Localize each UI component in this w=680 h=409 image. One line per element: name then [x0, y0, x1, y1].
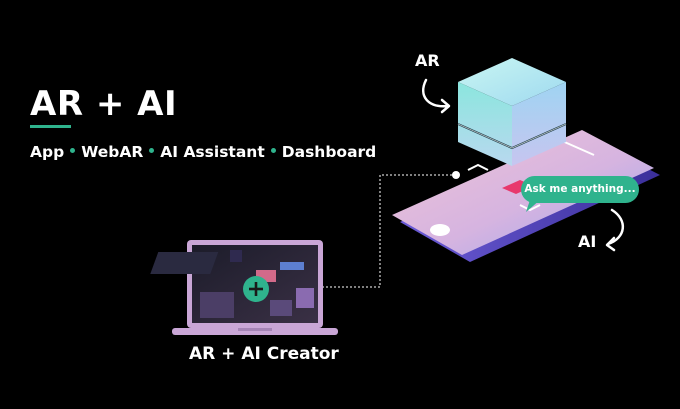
feature-webar: WebAR: [81, 143, 144, 161]
plus-icon: [243, 276, 269, 302]
cube-illustration: [457, 58, 567, 166]
separator-dot: [149, 148, 155, 153]
page-title: AR + AI: [30, 84, 178, 124]
title-underline: [30, 125, 71, 128]
curved-arrow-icon: [422, 78, 451, 114]
chat-bubble: Ask me anything...: [521, 176, 639, 203]
feature-app: App: [30, 143, 65, 161]
feature-ai-assistant: AI Assistant: [160, 143, 265, 161]
ar-label: AR: [415, 51, 440, 70]
connector-line: [322, 171, 460, 288]
separator-dot: [70, 148, 76, 153]
feature-list: App WebAR AI Assistant Dashboard: [30, 142, 376, 162]
creator-caption: AR + AI Creator: [189, 344, 339, 364]
curved-arrow-icon: [605, 208, 624, 252]
separator-dot: [270, 148, 276, 153]
chat-bubble-tail: [526, 200, 540, 212]
feature-dashboard: Dashboard: [281, 143, 377, 161]
ai-label: AI: [578, 232, 597, 251]
